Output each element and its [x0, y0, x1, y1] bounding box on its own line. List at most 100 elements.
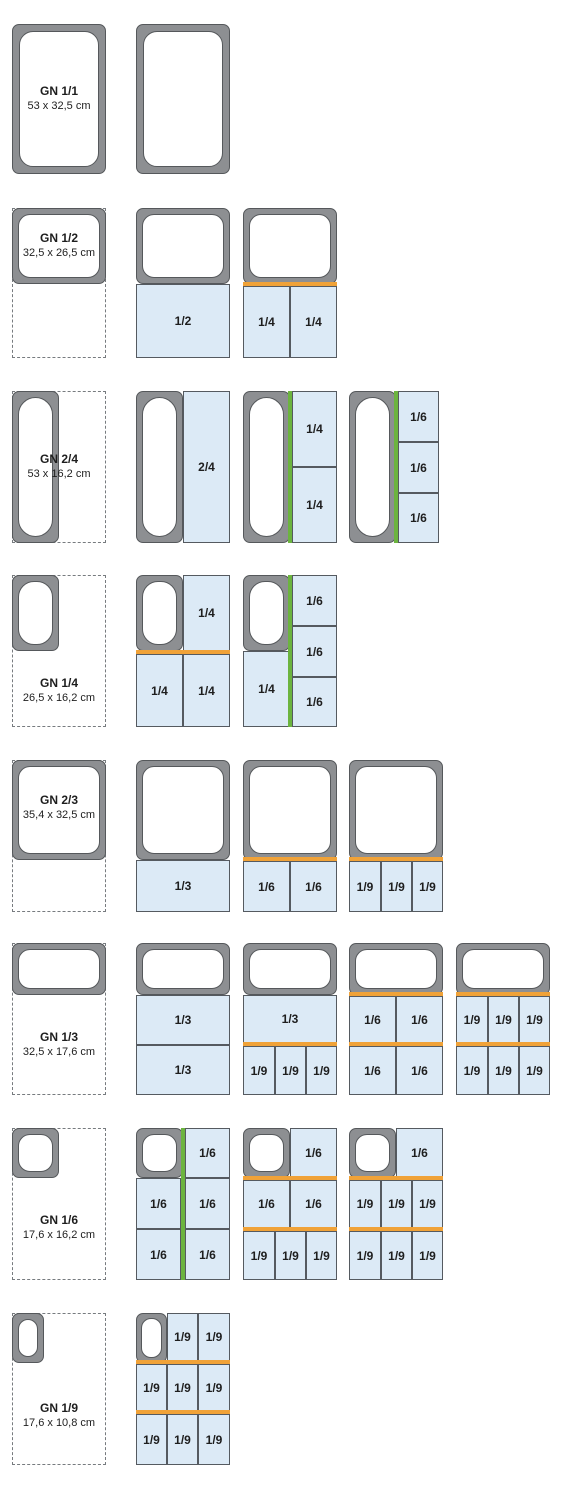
compartment-cell: 1/9: [349, 861, 381, 912]
gn-pan-opening: [18, 766, 100, 854]
gn-pan-opening: [462, 949, 544, 989]
gn-pan-opening: [142, 949, 224, 989]
gn-pan-opening: [18, 397, 53, 537]
dashed-footprint-outline: [12, 575, 106, 727]
compartment-cell: 1/9: [412, 1180, 443, 1228]
gn-pan-outline: [349, 391, 396, 543]
gn-pan-outline: [243, 391, 290, 543]
orange-divider-bar: [136, 650, 230, 654]
compartment-cell: 1/9: [198, 1414, 230, 1465]
orange-divider-bar: [136, 1410, 230, 1414]
compartment-cell: 1/6: [290, 1180, 337, 1228]
compartment-cell: 1/9: [488, 996, 519, 1043]
compartment-cell: 1/4: [292, 467, 337, 543]
compartment-cell: 1/3: [136, 995, 230, 1045]
gn-pan-outline: [243, 575, 290, 651]
compartment-cell: 1/6: [398, 442, 439, 493]
gn-pan-opening: [355, 949, 437, 989]
compartment-cell: 1/6: [398, 391, 439, 442]
compartment-cell: 1/9: [275, 1231, 306, 1280]
gn-pan-outline: [136, 943, 230, 995]
orange-divider-bar: [136, 1360, 230, 1364]
compartment-cell: 1/9: [519, 996, 550, 1043]
compartment-cell: 2/4: [183, 391, 230, 543]
compartment-cell: 1/9: [349, 1180, 381, 1228]
green-divider-bar: [288, 575, 292, 727]
compartment-cell: 1/9: [243, 1231, 275, 1280]
compartment-cell: 1/9: [198, 1313, 230, 1361]
gn-pan-opening: [249, 949, 331, 989]
compartment-cell: 1/9: [306, 1231, 337, 1280]
gn-pan-outline: [136, 760, 230, 860]
gn-pan-outline: [12, 943, 106, 995]
gn-pan-opening: [142, 1134, 177, 1172]
green-divider-bar: [181, 1128, 185, 1280]
orange-divider-bar: [349, 857, 443, 861]
dashed-footprint-outline: [12, 1128, 106, 1280]
compartment-cell: 1/4: [183, 575, 230, 651]
gn-pan-outline: [12, 575, 59, 651]
orange-divider-bar: [243, 857, 337, 861]
compartment-cell: 1/4: [290, 286, 337, 358]
gn-pan-opening: [249, 397, 284, 537]
compartment-cell: 1/9: [306, 1046, 337, 1095]
gn-pan-opening: [18, 1134, 53, 1172]
gn-pan-outline: [12, 208, 106, 284]
compartment-cell: 1/6: [243, 1180, 290, 1228]
gn-pan-outline: [136, 575, 183, 651]
compartment-cell: 1/6: [396, 1128, 443, 1178]
gn-pan-opening: [141, 1318, 162, 1358]
gn-pan-outline: [456, 943, 550, 995]
orange-divider-bar: [349, 1227, 443, 1231]
compartment-cell: 1/9: [456, 1046, 488, 1095]
compartment-cell: 1/9: [381, 1180, 412, 1228]
compartment-cell: 1/6: [136, 1178, 181, 1229]
gn-pan-opening: [18, 1319, 38, 1357]
compartment-cell: 1/4: [136, 654, 183, 727]
compartment-cell: 1/6: [398, 493, 439, 543]
compartment-cell: 1/9: [412, 861, 443, 912]
gn-pan-opening: [143, 31, 223, 167]
orange-divider-bar: [349, 1176, 443, 1180]
gn-pan-opening: [249, 766, 331, 854]
gn-pan-outline: [12, 760, 106, 860]
gn-pan-outline: [349, 1128, 396, 1178]
dashed-footprint-outline: [12, 1313, 106, 1465]
compartment-cell: 1/6: [243, 861, 290, 912]
compartment-cell: 1/2: [136, 284, 230, 358]
compartment-cell: 1/4: [183, 654, 230, 727]
gn-pan-outline: [12, 24, 106, 174]
compartment-cell: 1/6: [349, 1046, 396, 1095]
gn-pan-outline: [349, 943, 443, 995]
gn-pan-outline: [12, 1313, 44, 1363]
orange-divider-bar: [243, 282, 337, 286]
gn-pan-opening: [142, 766, 224, 854]
gn-pan-opening: [19, 31, 99, 167]
compartment-cell: 1/9: [167, 1364, 198, 1411]
compartment-cell: 1/3: [243, 995, 337, 1043]
compartment-cell: 1/9: [519, 1046, 550, 1095]
gn-pan-outline: [136, 1313, 167, 1363]
gn-pan-outline: [12, 391, 59, 543]
compartment-cell: 1/9: [275, 1046, 306, 1095]
gn-pan-opening: [249, 1134, 284, 1172]
gn-pan-opening: [249, 581, 284, 645]
compartment-cell: 1/6: [349, 996, 396, 1043]
compartment-cell: 1/9: [349, 1231, 381, 1280]
gn-pan-opening: [18, 581, 53, 645]
gn-pan-outline: [12, 1128, 59, 1178]
compartment-cell: 1/6: [292, 626, 337, 677]
gn-pan-outline: [136, 208, 230, 284]
gn-pan-outline: [349, 760, 443, 860]
compartment-cell: 1/6: [292, 677, 337, 727]
orange-divider-bar: [243, 1176, 337, 1180]
green-divider-bar: [394, 391, 398, 543]
gn-pan-outline: [136, 24, 230, 174]
gn-pan-opening: [355, 1134, 390, 1172]
green-divider-bar: [288, 391, 292, 543]
compartment-cell: 1/4: [243, 651, 290, 727]
compartment-cell: 1/9: [136, 1364, 167, 1411]
compartment-cell: 1/4: [292, 391, 337, 467]
gn-pan-opening: [18, 949, 100, 989]
